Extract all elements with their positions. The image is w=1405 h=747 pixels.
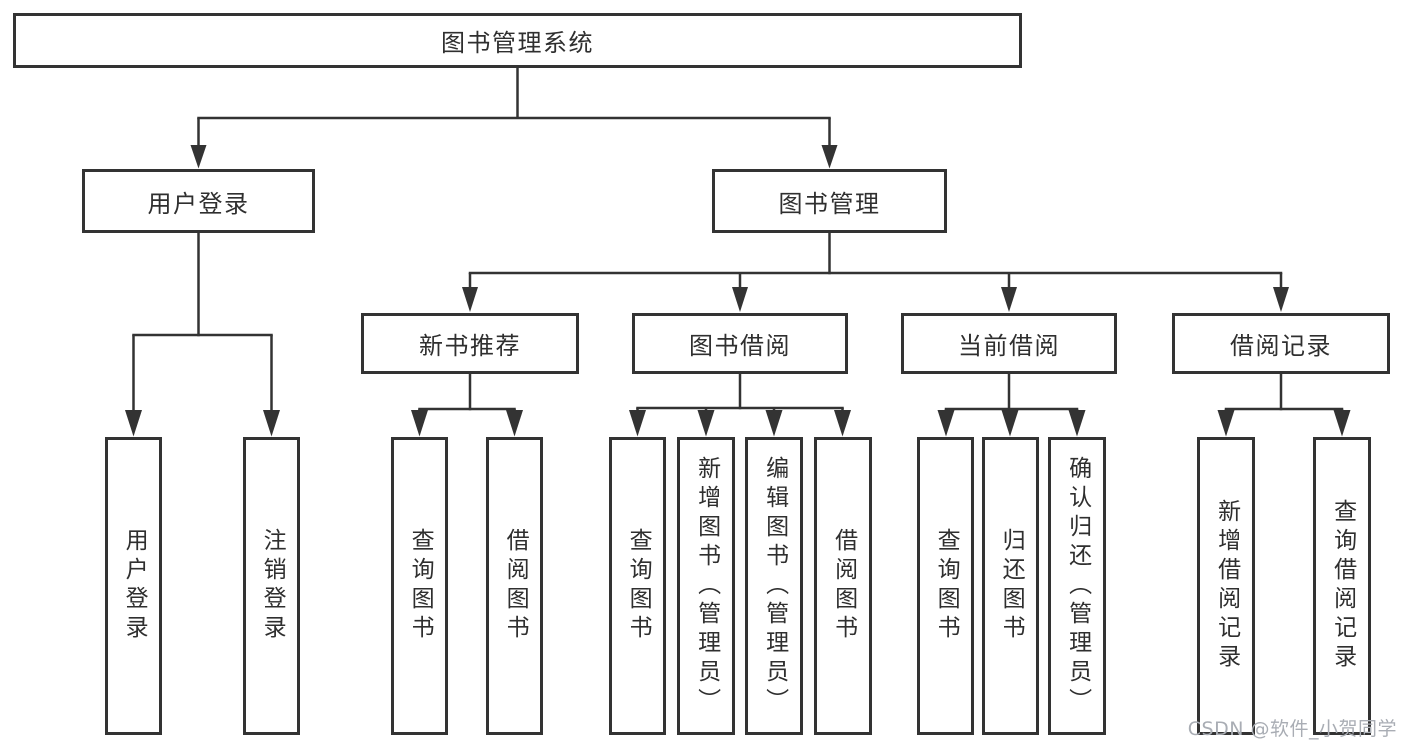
node-borrow-records: 借阅记录 (1172, 313, 1390, 374)
connector-book-borrow-to-leaves (629, 374, 851, 437)
node-current-borrow-label: 当前借阅 (958, 332, 1060, 360)
leaf-current-query-books-label: 查询图书 (933, 528, 960, 644)
connector-new-book-to-leaves (411, 374, 523, 437)
node-borrow-records-label: 借阅记录 (1230, 332, 1332, 360)
leaf-borrow-books: 借阅图书 (814, 437, 872, 735)
leaf-borrow-books-label: 借阅图书 (830, 528, 857, 644)
leaf-borrow-query-books: 查询图书 (609, 437, 666, 735)
leaf-query-borrow-record: 查询借阅记录 (1313, 437, 1371, 735)
leaf-newbook-borrow-books: 借阅图书 (486, 437, 543, 735)
node-root-label: 图书管理系统 (441, 29, 594, 57)
leaf-add-borrow-record-label: 新增借阅记录 (1213, 499, 1240, 673)
leaf-newbook-query-books-label: 查询图书 (407, 528, 434, 644)
node-book-management: 图书管理 (712, 169, 947, 233)
leaf-add-books-admin-label: 新增图书（管理员） (693, 455, 720, 717)
leaf-edit-books-admin-label: 编辑图书（管理员） (761, 455, 788, 717)
leaf-borrow-query-books-label: 查询图书 (625, 528, 652, 644)
connector-root-to-level2 (190, 68, 838, 169)
connector-book-mgmt-to-level3 (462, 232, 1289, 312)
leaf-return-books-label: 归还图书 (998, 528, 1025, 644)
leaf-edit-books-admin: 编辑图书（管理员） (745, 437, 803, 735)
node-book-borrow-label: 图书借阅 (689, 332, 791, 360)
leaf-add-borrow-record: 新增借阅记录 (1197, 437, 1255, 735)
leaf-add-books-admin: 新增图书（管理员） (677, 437, 735, 735)
leaf-user-login-label: 用户登录 (121, 528, 148, 644)
connector-current-borrow-to-leaves (937, 374, 1086, 437)
leaf-user-login: 用户登录 (105, 437, 162, 735)
node-user-login: 用户登录 (82, 169, 315, 233)
connector-borrow-records-to-leaves (1217, 374, 1351, 437)
node-user-login-label: 用户登录 (147, 189, 250, 218)
leaf-newbook-borrow-books-label: 借阅图书 (502, 528, 529, 644)
connector-user-login-to-leaves (125, 233, 280, 437)
node-root-system: 图书管理系统 (13, 13, 1022, 68)
leaf-confirm-return-admin-label: 确认归还（管理员） (1064, 455, 1091, 717)
leaf-logout-label: 注销登录 (259, 528, 286, 644)
node-new-book-recommend-label: 新书推荐 (419, 332, 521, 360)
node-book-borrow: 图书借阅 (632, 313, 848, 374)
leaf-newbook-query-books: 查询图书 (391, 437, 448, 735)
leaf-return-books: 归还图书 (982, 437, 1039, 735)
leaf-logout: 注销登录 (243, 437, 300, 735)
leaf-confirm-return-admin: 确认归还（管理员） (1048, 437, 1106, 735)
node-current-borrow: 当前借阅 (901, 313, 1117, 374)
leaf-query-borrow-record-label: 查询借阅记录 (1329, 499, 1356, 673)
csdn-watermark: CSDN @软件_小贺同学 (1187, 718, 1397, 740)
node-book-management-label: 图书管理 (778, 189, 881, 218)
leaf-current-query-books: 查询图书 (917, 437, 974, 735)
node-new-book-recommend: 新书推荐 (361, 313, 579, 374)
